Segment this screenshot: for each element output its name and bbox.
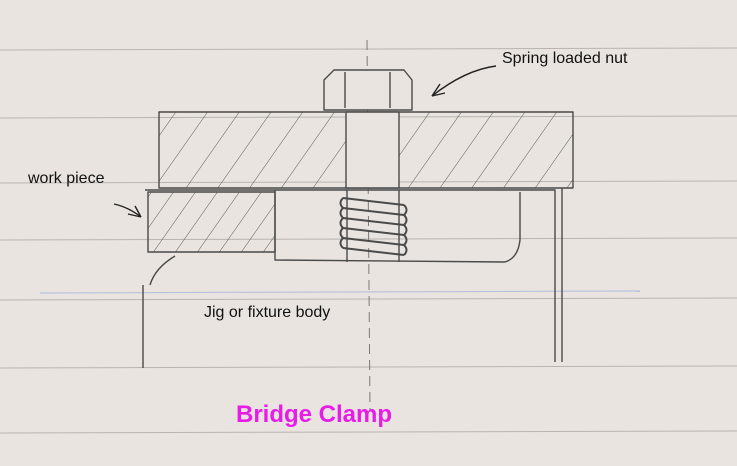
hex-nut xyxy=(323,69,413,111)
jig-body-label: Jig or fixture body xyxy=(204,304,331,321)
blue-rule xyxy=(39,290,641,294)
arrow-work-piece xyxy=(113,203,142,218)
work-piece-label: work piece xyxy=(28,170,105,187)
work-piece-block xyxy=(147,191,276,253)
spring-loaded-nut-label: Spring loaded nut xyxy=(502,50,628,67)
centre-line xyxy=(366,39,371,411)
arrow-spring-nut xyxy=(431,65,497,97)
jig-leader xyxy=(149,255,176,286)
stud xyxy=(345,111,400,189)
diagram-title: Bridge Clamp xyxy=(236,401,393,428)
spring-coil xyxy=(339,197,408,256)
jig-body-outline xyxy=(142,189,556,368)
